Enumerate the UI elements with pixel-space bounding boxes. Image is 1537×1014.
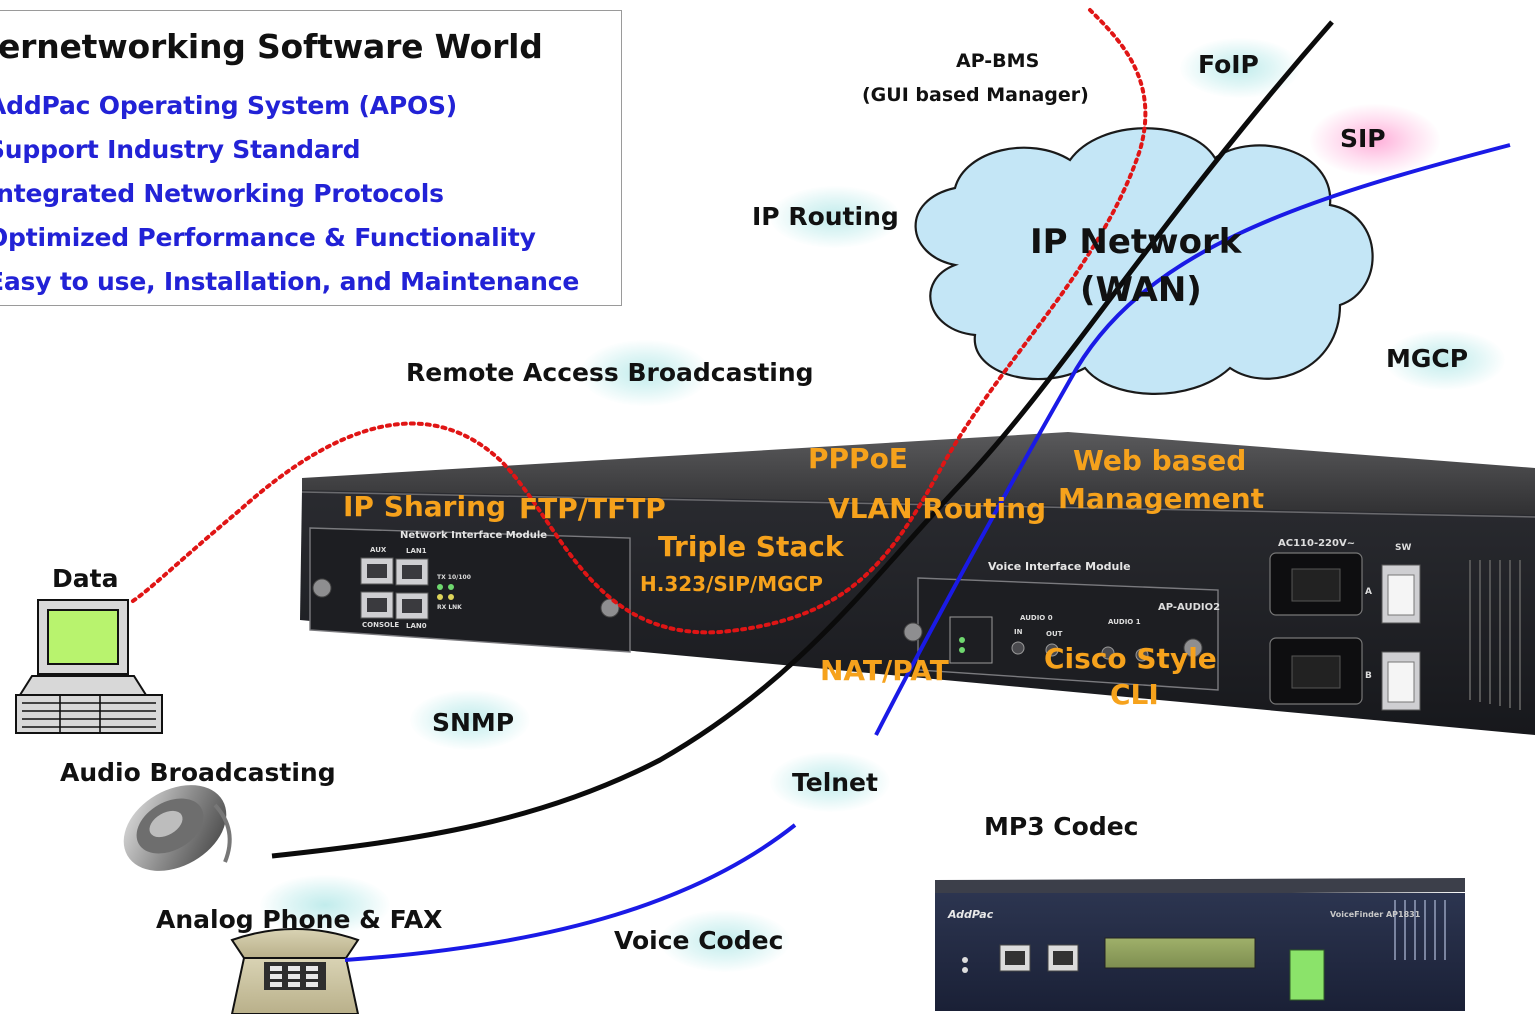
power-label: AC110-220V~ <box>1278 538 1356 549</box>
audio1-label: AUDIO 1 <box>1108 618 1141 626</box>
nim-label: Network Interface Module <box>400 530 548 541</box>
switch-label: SW <box>1395 543 1412 553</box>
legend-panel: Internetworking Software World AddPac Op… <box>0 10 622 306</box>
feature-nat-pat: NAT/PAT <box>820 654 949 687</box>
mgcp-glow <box>1385 330 1505 390</box>
snmp-label: SNMP <box>432 708 515 737</box>
legend-item-apos: AddPac Operating System (APOS) <box>0 91 458 120</box>
voice-codec-glow <box>660 910 790 972</box>
legend-item-ease: Easy to use, Installation, and Maintenan… <box>0 267 580 296</box>
sip-label: SIP <box>1340 124 1386 153</box>
feature-ftp-tftp: FTP/TFTP <box>519 492 666 525</box>
telephone-icon <box>230 928 360 1014</box>
legend-item-performance: Optimized Performance & Functionality <box>0 223 536 252</box>
blue-connection-line-upper <box>874 143 1511 736</box>
feature-pppoe: PPPoE <box>808 442 908 475</box>
cloud-title: IP Network <box>1030 222 1242 262</box>
snmp-glow <box>410 690 530 750</box>
telnet-glow <box>770 752 890 812</box>
vim-label: Voice Interface Module <box>988 560 1131 573</box>
psu-b-label: B <box>1365 671 1372 681</box>
audio-broadcasting-label: Audio Broadcasting <box>60 758 336 787</box>
voice-codec-label: Voice Codec <box>614 926 784 955</box>
mp3-brand-label: AddPac <box>948 908 994 921</box>
ip-network-cloud <box>914 127 1374 395</box>
foip-label: FoIP <box>1198 50 1259 79</box>
mp3-codec-label: MP3 Codec <box>984 812 1139 841</box>
audio0-in-label: IN <box>1014 628 1023 636</box>
legend-item-standard: Support Industry Standard <box>0 135 361 164</box>
blue-connection-line-lower <box>344 823 797 962</box>
feature-web-management-2: Management <box>1058 482 1265 515</box>
feature-cisco-cli-2: CLI <box>1110 678 1159 711</box>
red-dotted-line <box>128 8 1148 635</box>
port-lan1-label: LAN1 <box>406 547 427 555</box>
ap-bms-label: AP-BMS <box>956 50 1040 72</box>
port-aux-label: AUX <box>370 546 387 554</box>
feature-vlan-routing: VLAN Routing <box>828 492 1047 525</box>
ap-bms-sublabel: (GUI based Manager) <box>862 84 1089 106</box>
mp3-codec-device <box>935 878 1465 1011</box>
legend-title: Internetworking Software World <box>0 27 543 66</box>
sip-glow <box>1310 104 1440 176</box>
ip-routing-label: IP Routing <box>752 202 899 231</box>
feature-cisco-cli: Cisco Style <box>1044 642 1217 675</box>
feature-triple-stack-protocols: H.323/SIP/MGCP <box>640 572 823 596</box>
feature-triple-stack: Triple Stack <box>658 530 844 563</box>
led-rx-label: RX LNK <box>437 604 462 611</box>
legend-item-protocols: Integrated Networking Protocols <box>0 179 444 208</box>
ip-routing-glow <box>770 186 900 248</box>
remote-access-glow <box>580 340 710 406</box>
port-lan0-label: LAN0 <box>406 622 427 630</box>
led-tx-label: TX 10/100 <box>437 574 471 581</box>
psu-a-label: A <box>1365 587 1372 597</box>
port-console-label: CONSOLE <box>362 621 400 629</box>
analog-phone-label: Analog Phone & FAX <box>156 905 443 934</box>
data-label: Data <box>52 564 119 593</box>
feature-ip-sharing: IP Sharing <box>343 490 507 523</box>
computer-icon <box>15 599 163 734</box>
telnet-label: Telnet <box>792 768 878 797</box>
speaker-icon <box>123 785 232 871</box>
analog-phone-glow <box>260 875 390 935</box>
black-connection-line <box>271 20 1334 859</box>
audio0-label: AUDIO 0 <box>1020 614 1053 622</box>
audio0-out-label: OUT <box>1046 630 1063 638</box>
mp3-model-label: VoiceFinder AP1831 <box>1330 910 1421 919</box>
foip-glow <box>1180 38 1300 98</box>
mgcp-label: MGCP <box>1386 344 1469 373</box>
remote-access-label: Remote Access Broadcasting <box>406 358 814 387</box>
feature-web-management: Web based <box>1073 444 1247 477</box>
network-router-device <box>300 432 1536 735</box>
cloud-subtitle: (WAN) <box>1080 270 1202 310</box>
audio-model-label: AP-AUDIO2 <box>1158 602 1221 613</box>
